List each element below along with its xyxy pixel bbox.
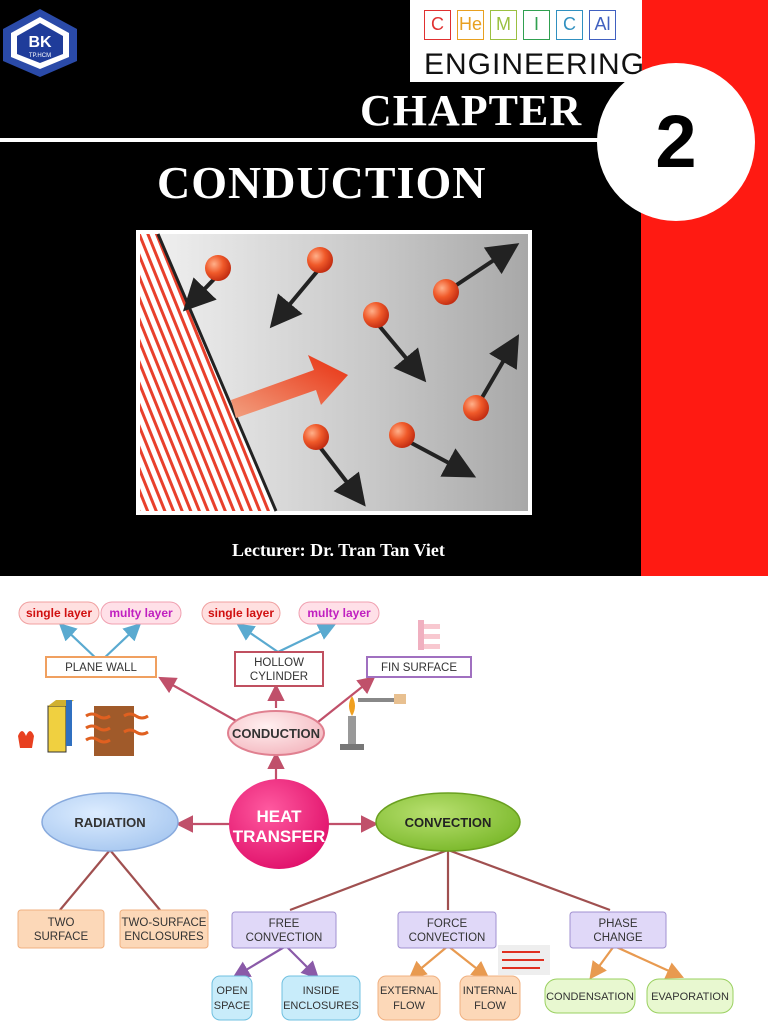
- external-flow-line1: EXTERNAL: [380, 985, 438, 997]
- lecturer-name: Lecturer: Dr. Tran Tan Viet: [232, 540, 445, 560]
- external-flow-line2: FLOW: [393, 1000, 425, 1012]
- force-convection-line2: CONVECTION: [409, 932, 486, 944]
- condensation-node: CONDENSATION: [546, 991, 634, 1003]
- internal-flow-line1: INTERNAL: [463, 985, 517, 997]
- element-tile: He: [457, 10, 484, 40]
- flow-arrows-illustration: [498, 945, 550, 975]
- divider-line: [0, 138, 641, 142]
- open-space-line1: OPEN: [216, 985, 247, 997]
- element-tile: C: [556, 10, 583, 40]
- bk-logo: BK TP.HCM: [3, 9, 77, 77]
- slide-title: CONDUCTION: [157, 157, 487, 208]
- free-convection-line2: CONVECTION: [246, 932, 323, 944]
- internal-flow-line2: FLOW: [474, 1000, 506, 1012]
- open-space-line2: SPACE: [214, 1000, 250, 1012]
- hollow-cylinder-line2: CYLINDER: [250, 671, 308, 683]
- radiation-node: RADIATION: [74, 815, 145, 830]
- two-surface-enclosures-line2: ENCLOSURES: [124, 931, 204, 943]
- conduction-node: CONDUCTION: [232, 726, 320, 741]
- fin-surface-illustration: [418, 620, 440, 650]
- element-tile: M: [490, 10, 517, 40]
- chapter-number-badge: 2: [597, 63, 755, 221]
- two-surface-line1: TWO: [48, 917, 75, 929]
- cylinder-single-layer: single layer: [208, 606, 274, 620]
- element-tile: I: [523, 10, 550, 40]
- hollow-cylinder-line1: HOLLOW: [254, 657, 304, 669]
- plane-multy-layer: multy layer: [109, 606, 173, 620]
- fin-surface-node: FIN SURFACE: [381, 662, 457, 674]
- phase-change-line2: CHANGE: [593, 932, 643, 944]
- chapter-label: CHAPTER: [360, 86, 583, 135]
- logo-subtext: TP.HCM: [29, 53, 51, 59]
- force-convection-line1: FORCE: [427, 918, 468, 930]
- free-convection-line1: FREE: [269, 918, 300, 930]
- conduction-illustration: [136, 230, 532, 515]
- plane-single-layer: single layer: [26, 606, 92, 620]
- two-surface-enclosures-line1: TWO-SURFACE: [122, 917, 207, 929]
- logo-text: BK: [28, 34, 52, 51]
- phase-change-line1: PHASE: [599, 918, 638, 930]
- center-line2: TRANSFER: [233, 827, 326, 846]
- center-line1: HEAT: [256, 807, 302, 826]
- inside-enclosures-line2: ENCLOSURES: [283, 1000, 359, 1012]
- element-tile: Al: [589, 10, 616, 40]
- element-tile: C: [424, 10, 451, 40]
- engineering-label: ENGINEERING: [424, 48, 646, 81]
- convection-node: CONVECTION: [405, 815, 492, 830]
- bunsen-burner-illustration: [340, 694, 406, 750]
- two-surface-line2: SURFACE: [34, 931, 89, 943]
- plane-wall-illustration: [18, 700, 149, 756]
- evaporation-node: EVAPORATION: [651, 991, 729, 1003]
- plane-wall-node: PLANE WALL: [65, 662, 137, 674]
- inside-enclosures-line1: INSIDE: [303, 985, 340, 997]
- cylinder-multy-layer: multy layer: [307, 606, 371, 620]
- heat-transfer-mindmap: single layer multy layer single layer mu…: [17, 601, 734, 1021]
